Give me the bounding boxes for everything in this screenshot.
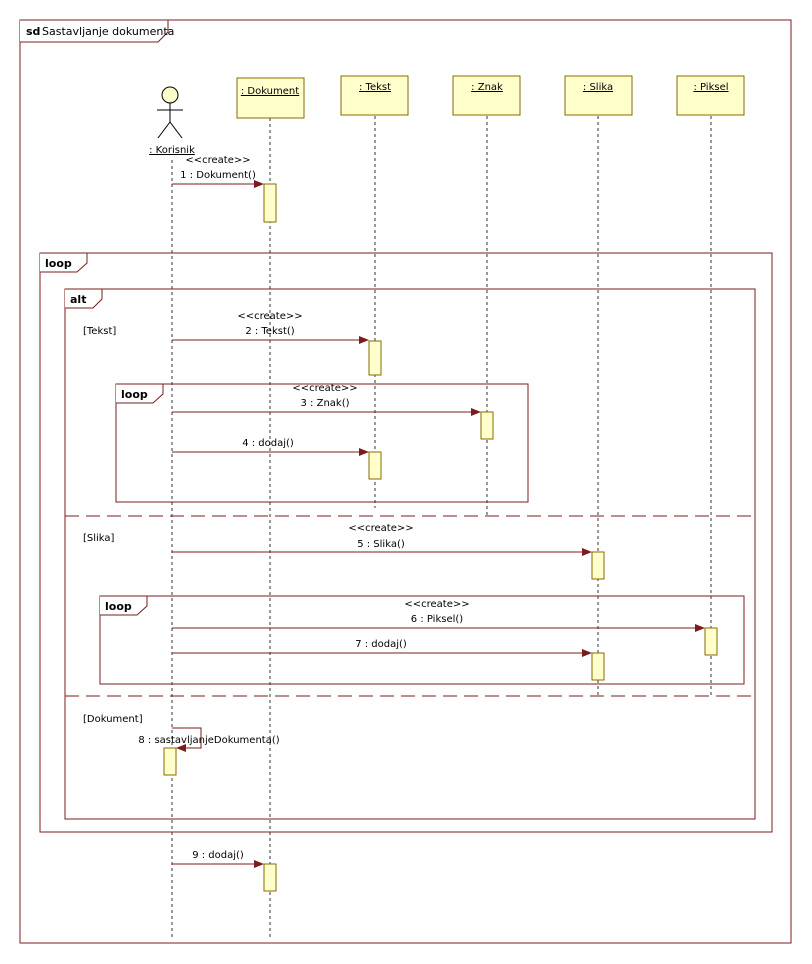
- fragment-outer-loop-operator: loop: [45, 257, 72, 270]
- object-heads: : Dokument : Tekst : Znak : Slika : Piks…: [236, 75, 745, 119]
- message-2: <<create>> 2 : Tekst(): [172, 311, 369, 344]
- lifelines: [171, 116, 712, 940]
- object-slika: : Slika: [564, 75, 633, 116]
- message-1-stereotype: <<create>>: [185, 155, 250, 166]
- message-9: 9 : dodaj(): [172, 850, 264, 868]
- fragment-alt: alt [Tekst] [Slika] [Dokument]: [64, 288, 756, 820]
- fragment-inner-loop-slika-operator: loop: [105, 600, 132, 613]
- activation-dokument-2: [263, 863, 277, 892]
- message-6-stereotype: <<create>>: [404, 599, 469, 610]
- object-label-piksel: : Piksel: [693, 82, 728, 93]
- alt-guard-dokument: [Dokument]: [83, 714, 143, 725]
- message-6: <<create>> 6 : Piksel(): [172, 599, 705, 632]
- fragment-inner-loop-slika: loop: [99, 595, 745, 685]
- message-2-stereotype: <<create>>: [237, 311, 302, 322]
- message-2-label: 2 : Tekst(): [245, 326, 294, 337]
- alt-guard-slika: [Slika]: [83, 533, 115, 544]
- message-8-arrow: [172, 727, 202, 752]
- activation-znak-1: [480, 411, 494, 440]
- actor-korisnik: : Korisnik: [149, 86, 195, 156]
- message-1: <<create>> 1 : Dokument(): [172, 155, 264, 188]
- message-8: 8 : sastavljanjeDokumenta(): [138, 727, 280, 752]
- message-7: 7 : dodaj(): [172, 639, 592, 657]
- object-dokument: : Dokument: [236, 77, 305, 119]
- fragment-outer-loop: loop: [39, 252, 773, 833]
- object-piksel: : Piksel: [676, 75, 745, 116]
- object-label-tekst: : Tekst: [359, 82, 391, 93]
- activation-piksel-1: [704, 627, 718, 656]
- message-5-label: 5 : Slika(): [357, 539, 405, 550]
- message-3-stereotype: <<create>>: [292, 383, 357, 394]
- actor-label: : Korisnik: [149, 145, 195, 156]
- message-5: <<create>> 5 : Slika(): [172, 523, 592, 556]
- actor-icon: [161, 86, 179, 104]
- object-label-slika: : Slika: [583, 82, 613, 93]
- sd-frame-kind: sd: [26, 25, 40, 38]
- activation-tekst-2: [368, 451, 382, 480]
- object-label-dokument: : Dokument: [241, 86, 299, 97]
- message-4: 4 : dodaj(): [172, 438, 369, 456]
- alt-guard-tekst: [Tekst]: [83, 326, 116, 337]
- object-znak: : Znak: [452, 75, 521, 116]
- activation-slika-2: [591, 652, 605, 681]
- object-label-znak: : Znak: [471, 82, 503, 93]
- message-3: <<create>> 3 : Znak(): [172, 383, 481, 416]
- sd-frame: sd Sastavljanje dokumenta: [19, 19, 792, 944]
- activation-korisnik-1: [163, 747, 177, 776]
- message-7-label: 7 : dodaj(): [355, 639, 407, 650]
- message-3-label: 3 : Znak(): [301, 398, 350, 409]
- object-tekst: : Tekst: [340, 75, 409, 116]
- message-1-label: 1 : Dokument(): [180, 170, 256, 181]
- message-5-stereotype: <<create>>: [348, 523, 413, 534]
- message-6-label: 6 : Piksel(): [411, 614, 464, 625]
- sd-frame-title: Sastavljanje dokumenta: [42, 25, 174, 38]
- message-9-label: 9 : dodaj(): [192, 850, 244, 861]
- activation-slika-1: [591, 551, 605, 580]
- fragment-alt-operator: alt: [70, 293, 86, 306]
- fragment-inner-loop-tekst-operator: loop: [121, 388, 148, 401]
- fragment-inner-loop-tekst: loop: [115, 383, 529, 503]
- activations: [163, 183, 718, 892]
- message-8-label: 8 : sastavljanjeDokumenta(): [138, 735, 279, 746]
- activation-tekst-1: [368, 340, 382, 376]
- message-4-label: 4 : dodaj(): [242, 438, 294, 449]
- messages: <<create>> 1 : Dokument() <<create>> 2 :…: [138, 155, 705, 868]
- activation-dokument-1: [263, 183, 277, 223]
